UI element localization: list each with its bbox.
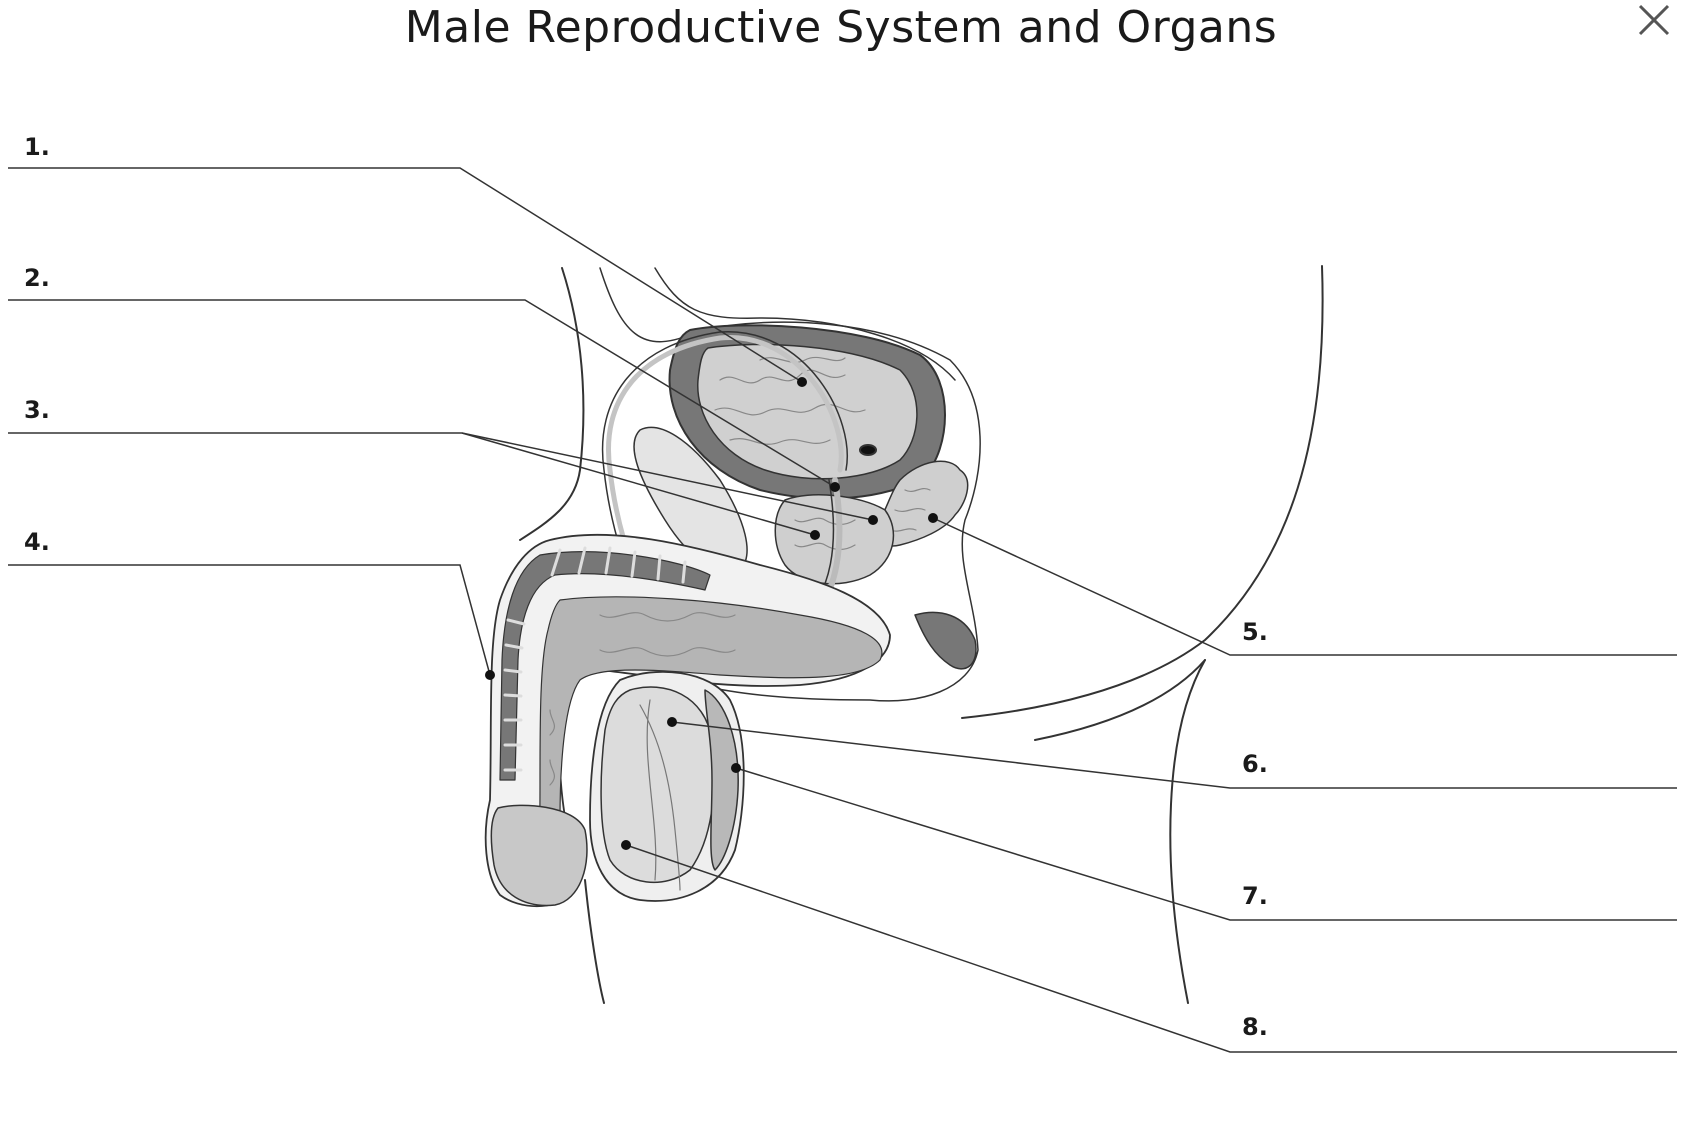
testis-septa	[639, 699, 681, 891]
diagram-title: Male Reproductive System and Organs	[404, 2, 1278, 53]
leader-line-5	[932, 517, 1677, 656]
glans	[490, 804, 588, 907]
epididymis	[704, 689, 739, 871]
corpus-cavernosum-stripes	[503, 546, 687, 772]
pointer-dot-1	[797, 377, 807, 387]
label-8: 8.	[1242, 1013, 1268, 1041]
thigh-front-outline	[584, 879, 605, 1004]
close-icon	[1638, 4, 1670, 36]
leader-line-4	[8, 564, 491, 676]
prostate	[774, 494, 895, 585]
leader-line-6	[671, 721, 1677, 789]
corpus-spongiosum	[534, 596, 883, 891]
leader-line-3b	[461, 432, 874, 521]
label-7: 7.	[1242, 882, 1268, 910]
label-1: 1.	[24, 133, 50, 161]
close-button[interactable]	[1634, 0, 1674, 40]
label-3: 3.	[24, 396, 50, 424]
peritoneum-line	[654, 267, 956, 381]
pointer-dot-3b	[868, 515, 878, 525]
leader-line-1	[8, 167, 803, 383]
label-2: 2.	[24, 264, 50, 292]
leader-line-7	[735, 767, 1677, 921]
pointer-dot-3a	[810, 530, 820, 540]
pointer-dot-4	[485, 670, 495, 680]
corpus-cavernosum	[499, 551, 711, 781]
leader-line-2	[8, 299, 836, 488]
leader-line-8	[625, 844, 1677, 1053]
buttock-outline	[1034, 659, 1206, 741]
label-5: 5.	[1242, 618, 1268, 646]
back-outline	[961, 265, 1324, 719]
prostate-texture	[794, 517, 856, 551]
testis	[600, 686, 715, 883]
pointer-dot-2	[830, 482, 840, 492]
spongiosum-texture	[549, 612, 736, 836]
pointer-dot-5	[928, 513, 938, 523]
rectum	[914, 611, 977, 670]
label-4: 4.	[24, 528, 50, 556]
abdomen-front-outline	[519, 267, 585, 541]
pointer-dot-8	[621, 840, 631, 850]
bladder-texture	[714, 356, 866, 445]
ureter-opening	[859, 444, 877, 456]
pointer-dot-6	[667, 717, 677, 727]
pointer-dot-7	[731, 763, 741, 773]
thigh-back-outline	[1169, 659, 1206, 1004]
label-6: 6.	[1242, 750, 1268, 778]
